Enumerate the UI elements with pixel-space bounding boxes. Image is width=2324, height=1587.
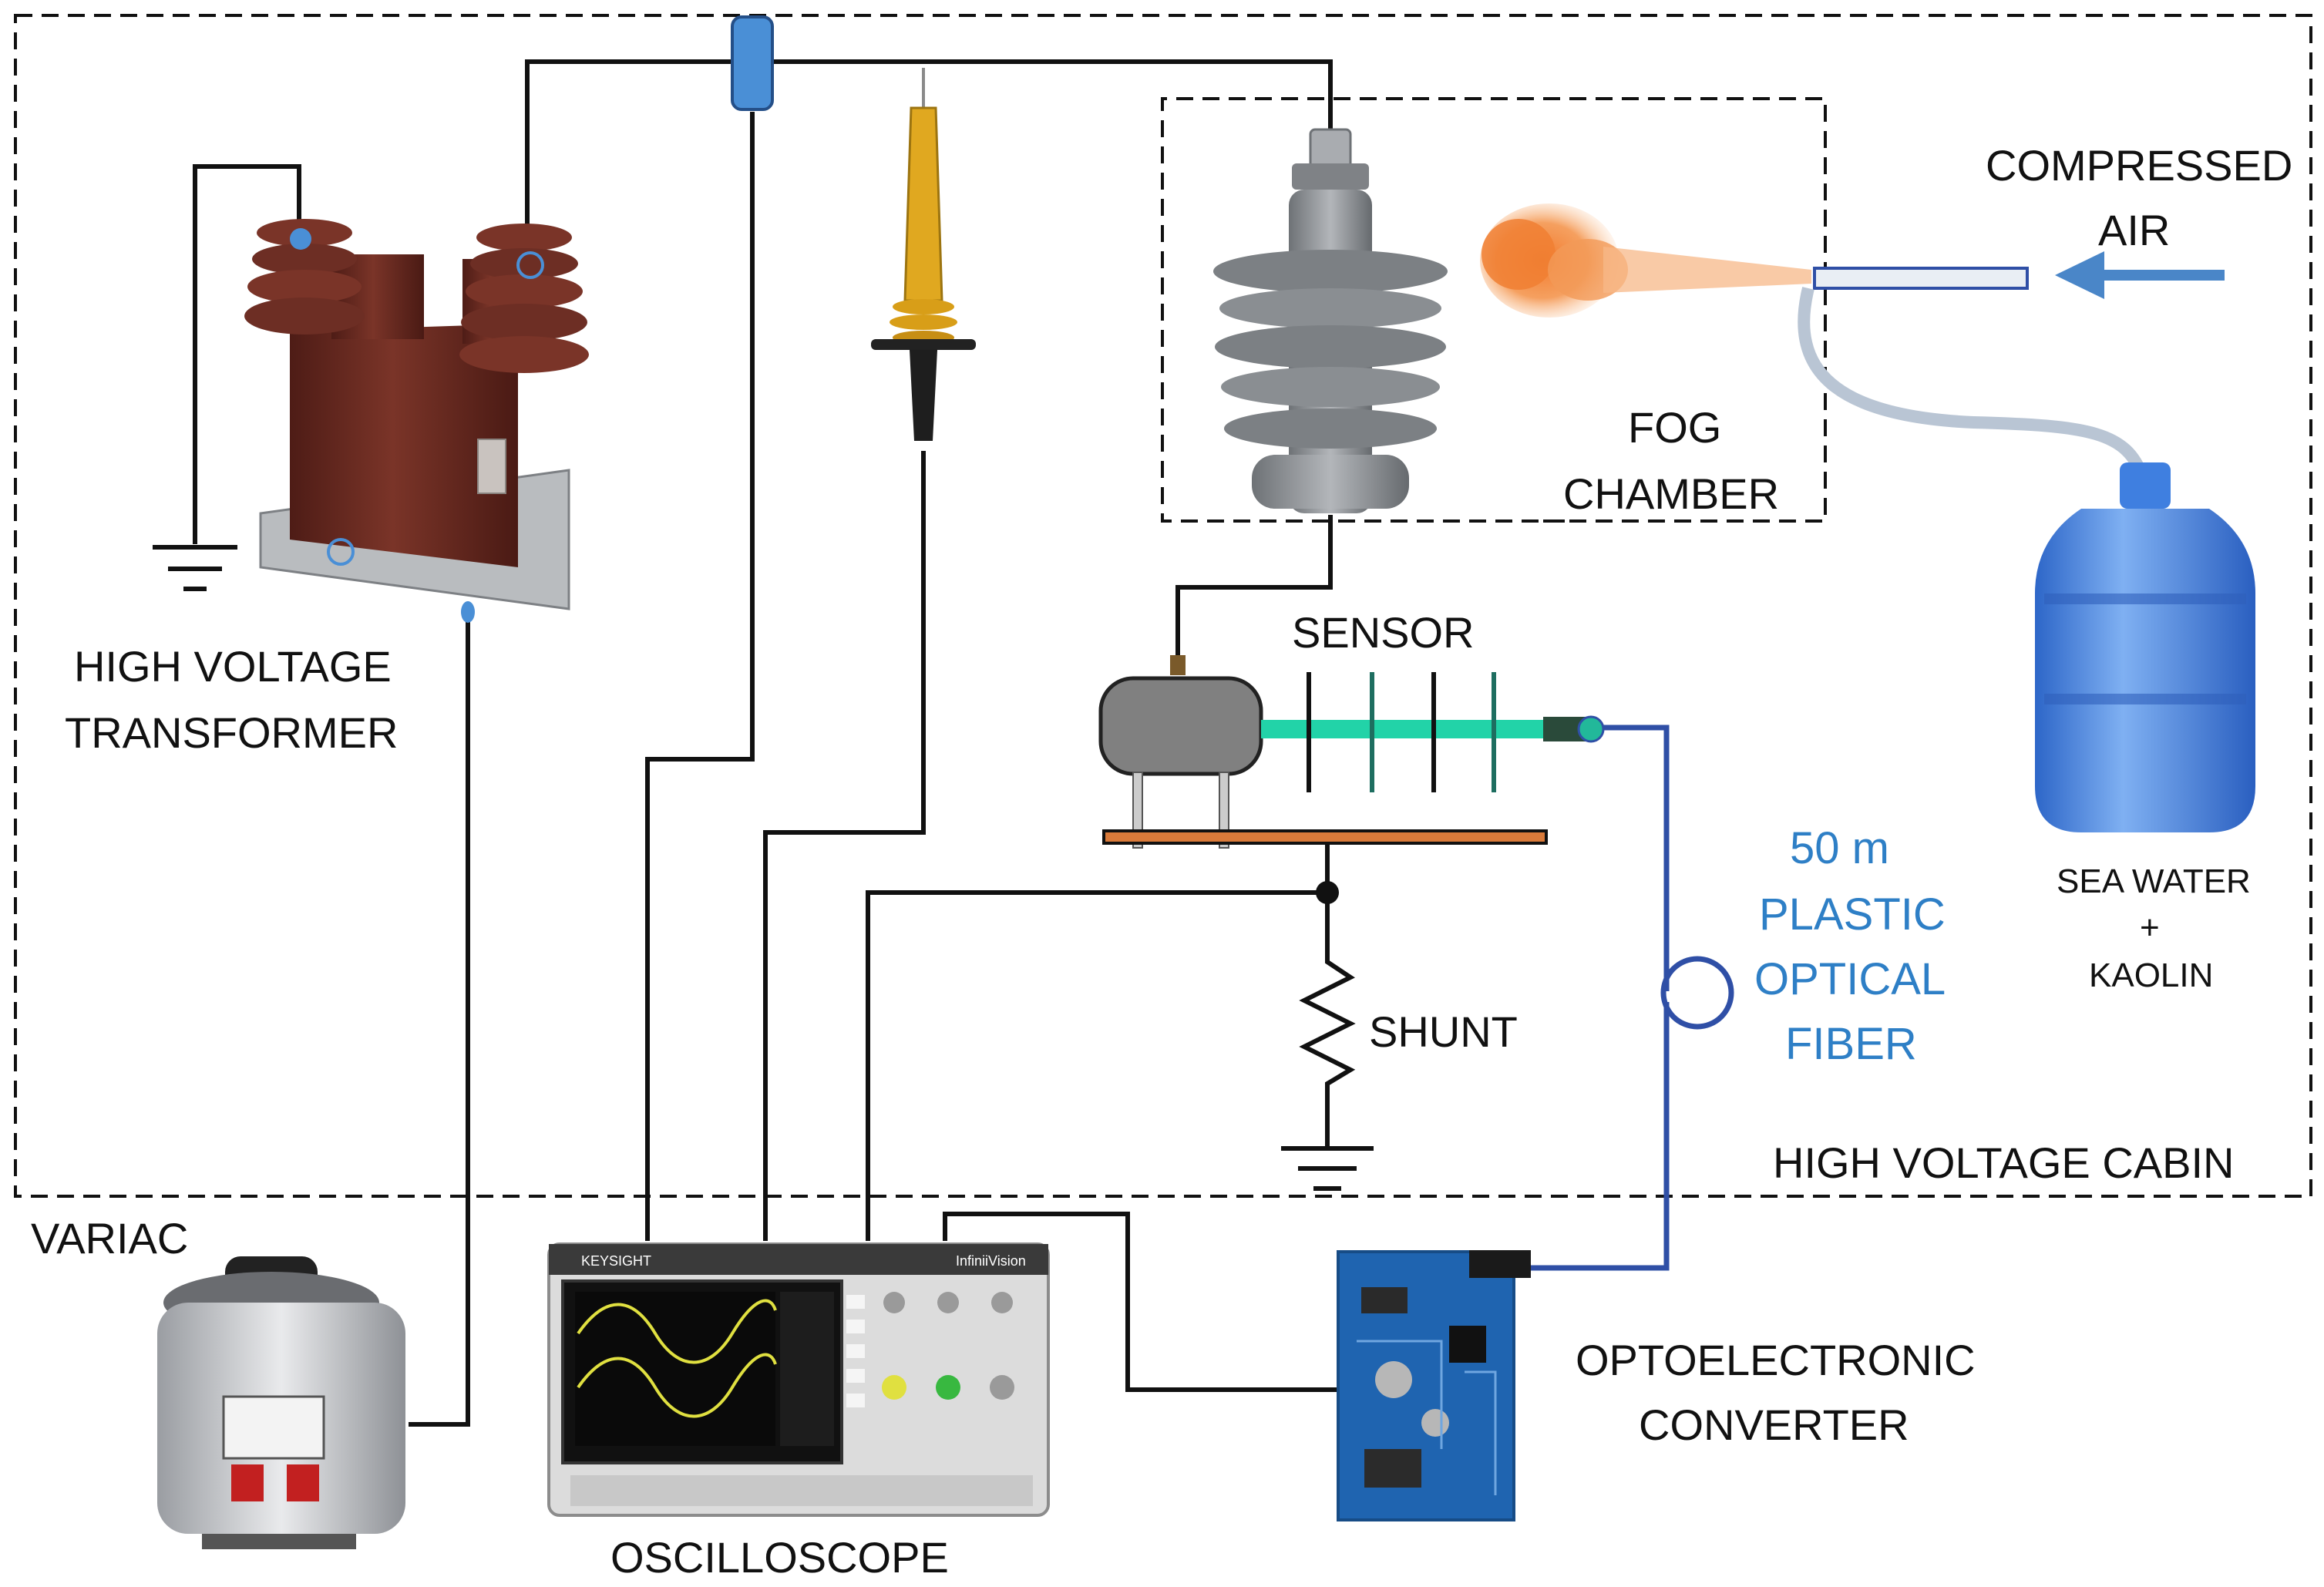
bus-current-sensor: [731, 15, 774, 111]
base-terminal-icon: [327, 538, 355, 566]
scope-trace-1: [577, 1299, 777, 1364]
scope-brand-label: KEYSIGHT: [581, 1253, 651, 1269]
wire-variac-primary: [409, 609, 470, 1427]
high-voltage-transformer: [244, 219, 589, 623]
ground-icon: [153, 545, 237, 591]
high-voltage-cabin-boundary: [14, 14, 2312, 1198]
label-fiber-length: 50 m: [1790, 823, 1889, 873]
label-variac: VARIAC: [31, 1214, 188, 1263]
fog-cloud: [1480, 203, 1811, 318]
optical-sensor: [1098, 655, 1605, 849]
shunt-ground-icon: [1281, 1094, 1374, 1191]
oscilloscope: KEYSIGHT InfiniiVision: [547, 1242, 1050, 1517]
wire-scope-converter: [943, 1212, 1337, 1392]
wire-hv-bus: [525, 59, 1333, 231]
fog-chamber-boundary: [1161, 97, 1827, 523]
scope-trace-2: [577, 1353, 777, 1418]
label-fiber-plastic: PLASTIC: [1759, 889, 1946, 940]
variac: [157, 1256, 405, 1549]
label-optoelectronic: OPTOELECTRONIC: [1576, 1336, 1976, 1384]
fog-nozzle: [1813, 267, 2029, 290]
label-high-voltage-cabin: HIGH VOLTAGE CABIN: [1773, 1138, 2234, 1187]
wire-insulator-sensor: [1175, 515, 1333, 664]
water-hose: [1798, 287, 2149, 480]
shunt-junction: [1316, 881, 1339, 904]
label-compressed: COMPRESSED: [1986, 141, 2292, 190]
fiber-coil-icon: [1660, 956, 1734, 1030]
optoelectronic-converter: [1337, 1250, 1531, 1521]
label-kaolin: KAOLIN: [2089, 957, 2213, 994]
label-shunt: SHUNT: [1369, 1007, 1518, 1056]
plastic-optical-fiber-lower: [1522, 1002, 1670, 1271]
label-sea-water: SEA WATER: [2057, 862, 2251, 900]
arrow-left-icon: [2055, 251, 2225, 299]
secondary-terminal-icon: [516, 251, 544, 279]
label-fiber-optical: OPTICAL: [1754, 954, 1946, 1004]
label-converter: CONVERTER: [1639, 1400, 1909, 1449]
wire-current-probe: [645, 112, 755, 1241]
label-fiber-fiber: FIBER: [1785, 1019, 1917, 1069]
wire-hv-probe: [763, 451, 926, 1241]
plastic-optical-fiber: [1596, 725, 1670, 991]
label-chamber: CHAMBER: [1563, 469, 1779, 518]
wire-transformer-ground: [193, 164, 301, 544]
insulator: [1213, 128, 1448, 513]
high-voltage-probe: [871, 68, 976, 441]
label-fog: FOG: [1628, 403, 1721, 452]
label-high-voltage: HIGH VOLTAGE: [74, 642, 392, 691]
resistor-icon: [1299, 954, 1356, 1094]
wire-shunt-node: [866, 890, 1327, 1241]
label-air: AIR: [2098, 206, 2170, 254]
label-sensor: SENSOR: [1292, 608, 1475, 657]
water-jug: [2035, 462, 2255, 832]
label-plus: +: [2140, 909, 2160, 946]
label-oscilloscope: OSCILLOSCOPE: [610, 1533, 949, 1582]
scope-series-label: InfiniiVision: [956, 1253, 1026, 1269]
label-transformer: TRANSFORMER: [65, 708, 398, 757]
